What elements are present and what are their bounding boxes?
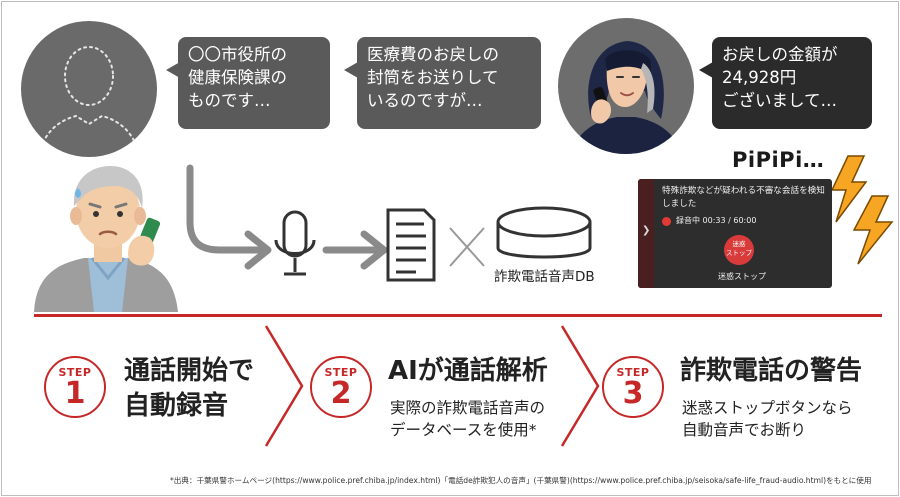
step-number: 2 bbox=[330, 376, 352, 411]
bubble-line: ございまして… bbox=[722, 91, 838, 110]
alert-sound-text: PiPiPi… bbox=[732, 148, 825, 172]
section-divider bbox=[34, 314, 882, 317]
elderly-person-illustration bbox=[34, 166, 178, 312]
stop-button-line: 迷惑 bbox=[732, 240, 746, 248]
step-desc-line: データベースを使用* bbox=[390, 421, 537, 439]
database-label: 詐欺電話音声DB bbox=[494, 269, 595, 285]
scammer-avatar-icon bbox=[558, 18, 694, 154]
document-icon bbox=[386, 208, 436, 282]
microphone-icon bbox=[274, 210, 316, 276]
speech-bubble-scammer: お戻しの金額が 24,928円 ございまして… bbox=[712, 37, 872, 129]
step-3-description: 迷惑ストップボタンなら 自動音声でお断り bbox=[682, 397, 853, 441]
step-2-title: AIが通話解析 bbox=[388, 354, 548, 389]
step-chevron-icon bbox=[560, 325, 600, 447]
alert-message: 特殊詐欺などが疑われる不審な会話を検知しました bbox=[662, 186, 825, 209]
step-word: STEP bbox=[616, 366, 650, 379]
step-word: STEP bbox=[324, 366, 358, 379]
recording-dot-icon bbox=[662, 217, 671, 226]
unknown-caller-icon bbox=[21, 21, 157, 157]
step-title-line: 自動録音 bbox=[124, 391, 229, 421]
alert-side-strip bbox=[638, 179, 654, 288]
chevron-right-icon[interactable]: ❯ bbox=[642, 225, 651, 236]
step-2-description: 実際の詐欺電話音声の データベースを使用* bbox=[390, 397, 545, 441]
step-desc-line: 迷惑ストップボタンなら bbox=[682, 399, 853, 417]
database-icon bbox=[496, 206, 592, 259]
bubble-tail bbox=[166, 62, 180, 78]
nuisance-stop-button[interactable]: 迷惑 ストップ bbox=[724, 235, 754, 265]
step-number: 1 bbox=[64, 376, 86, 411]
step-desc-line: 実際の詐欺電話音声の bbox=[390, 399, 546, 417]
bubble-line: 健康保険課の bbox=[188, 68, 287, 87]
scam-alert-screen: ❯ 特殊詐欺などが疑われる不審な会話を検知しました 録音中 00:33 / 60… bbox=[638, 179, 832, 288]
step-number: 3 bbox=[622, 376, 644, 411]
step-2-badge: STEP 2 bbox=[310, 356, 372, 418]
bubble-tail bbox=[699, 62, 713, 78]
step-title-line: 詐欺電話の警告 bbox=[680, 356, 863, 386]
step-3-badge: STEP 3 bbox=[602, 356, 664, 418]
bubble-line: いるのですが… bbox=[367, 91, 483, 110]
step-1-title: 通話開始で 自動録音 bbox=[124, 354, 254, 424]
step-title-line: 通話開始で bbox=[124, 356, 255, 386]
step-desc-line: 自動音声でお断り bbox=[682, 421, 807, 439]
bubble-line: 医療費のお戻しの bbox=[367, 45, 499, 64]
bubble-line: 〇〇市役所の bbox=[188, 45, 287, 64]
step-3-title: 詐欺電話の警告 bbox=[680, 354, 862, 389]
bubble-line: お戻しの金額が bbox=[722, 45, 838, 64]
step-chevron-icon bbox=[264, 325, 304, 447]
speech-bubble-caller-2: 医療費のお戻しの 封筒をお送りして いるのですが… bbox=[357, 37, 541, 129]
bubble-line: ものです… bbox=[188, 91, 271, 110]
bubble-line: 24,928円 bbox=[722, 68, 797, 87]
recording-status: 録音中 00:33 / 60:00 bbox=[676, 216, 757, 225]
lightning-icon bbox=[830, 155, 894, 265]
flow-diagram bbox=[186, 164, 592, 282]
bubble-tail bbox=[344, 62, 358, 78]
stop-button-caption: 迷惑ストップ bbox=[718, 272, 766, 281]
source-note: *出典：千葉県警ホームページ(https://www.police.pref.c… bbox=[170, 476, 872, 485]
step-word: STEP bbox=[58, 366, 92, 379]
step-1-badge: STEP 1 bbox=[44, 356, 106, 418]
speech-bubble-caller-1: 〇〇市役所の 健康保険課の ものです… bbox=[178, 37, 330, 129]
step-title-line: AIが通話解析 bbox=[388, 356, 548, 386]
bubble-line: 封筒をお送りして bbox=[367, 68, 499, 87]
stop-button-line: ストップ bbox=[726, 249, 752, 257]
